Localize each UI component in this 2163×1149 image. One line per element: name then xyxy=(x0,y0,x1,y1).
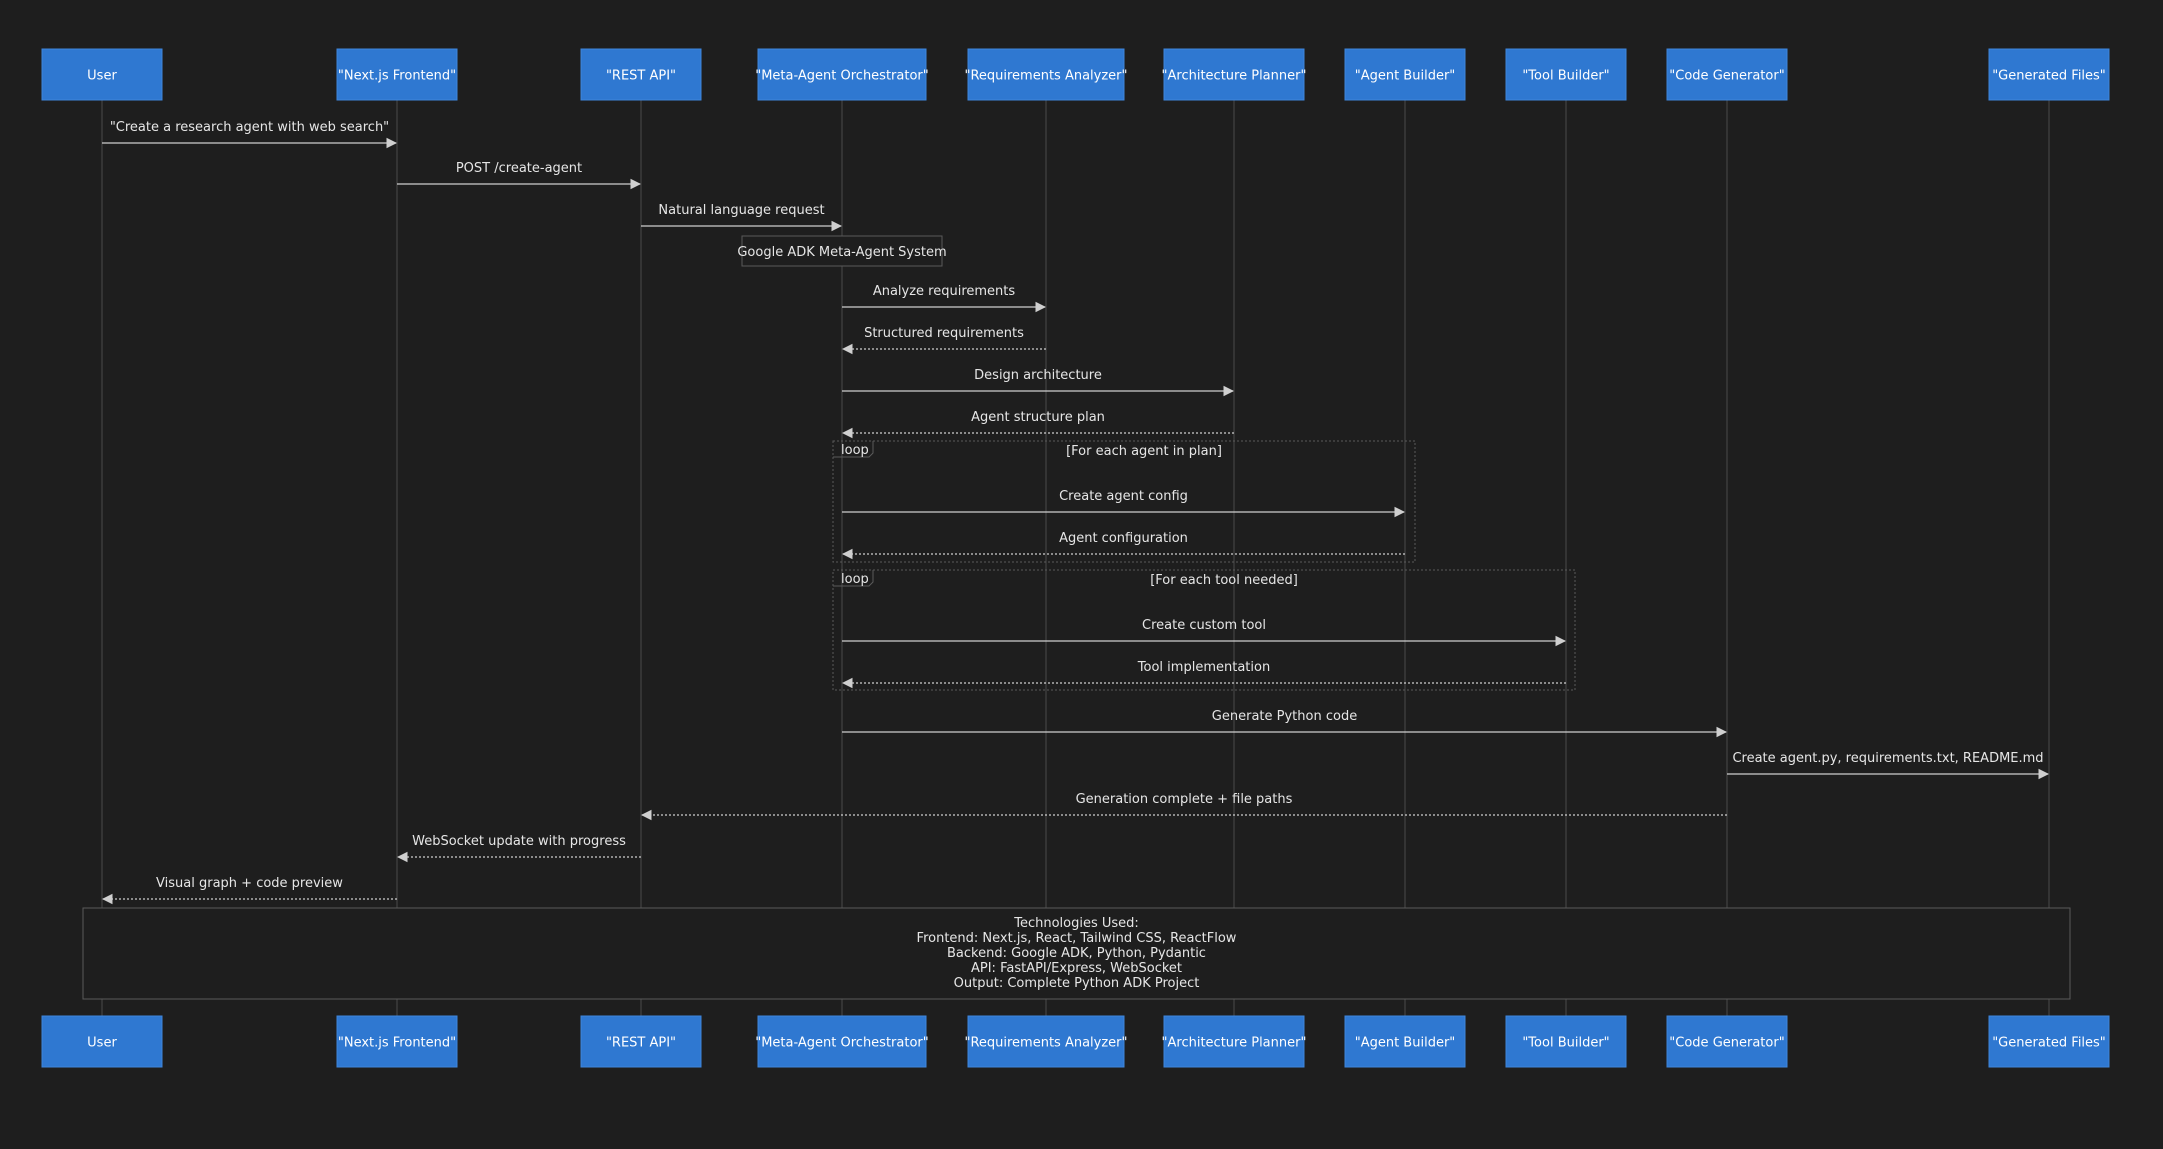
participants: User "Next.js Frontend" "REST API" "Meta-Ag… xyxy=(41,48,2110,1068)
participant-label: "Tool Builder" xyxy=(1522,69,1609,84)
technologies-line: Technologies Used: xyxy=(1013,916,1139,931)
message: Tool implementation xyxy=(841,660,1566,689)
message: Create agent config xyxy=(842,489,1406,518)
participant-tool_builder-top: "Tool Builder" xyxy=(1505,48,1627,101)
loop-frame: loop [For each agent in plan] xyxy=(832,440,1416,563)
participant-agent_builder-top: "Agent Builder" xyxy=(1344,48,1466,101)
message-label: Tool implementation xyxy=(1137,660,1270,675)
technologies-line: Output: Complete Python ADK Project xyxy=(954,976,1200,991)
technologies-line: Frontend: Next.js, React, Tailwind CSS, … xyxy=(917,931,1237,946)
participant-user-top: User xyxy=(41,48,163,101)
message: "Create a research agent with web search… xyxy=(102,120,398,149)
participant-orchestrator-top: "Meta-Agent Orchestrator" xyxy=(755,48,929,101)
message: Natural language request xyxy=(641,203,843,232)
participant-codegen-bottom: "Code Generator" xyxy=(1666,1015,1788,1068)
participant-frontend-bottom: "Next.js Frontend" xyxy=(336,1015,458,1068)
participant-frontend-top: "Next.js Frontend" xyxy=(336,48,458,101)
participant-label: "Agent Builder" xyxy=(1355,69,1456,84)
participant-analyzer-top: "Requirements Analyzer" xyxy=(964,48,1128,101)
loop-frames: loop [For each agent in plan] loop [For eac… xyxy=(832,440,1576,691)
participant-label: User xyxy=(87,69,117,84)
technologies-line: API: FastAPI/Express, WebSocket xyxy=(971,961,1182,976)
message-label: Analyze requirements xyxy=(873,284,1016,299)
participant-analyzer-bottom: "Requirements Analyzer" xyxy=(964,1015,1128,1068)
participant-label: "Code Generator" xyxy=(1669,1036,1784,1051)
message-label: Agent configuration xyxy=(1059,531,1188,546)
participant-label: User xyxy=(87,1036,117,1051)
participant-label: "Tool Builder" xyxy=(1522,1036,1609,1051)
message: Create agent.py, requirements.txt, READM… xyxy=(1727,751,2050,780)
participant-label: "Generated Files" xyxy=(1992,1036,2106,1051)
message-label: Generate Python code xyxy=(1212,709,1357,724)
participant-planner-top: "Architecture Planner" xyxy=(1162,48,1307,101)
participant-user-bottom: User xyxy=(41,1015,163,1068)
note-text: Google ADK Meta-Agent System xyxy=(737,245,946,260)
participant-label: "Meta-Agent Orchestrator" xyxy=(755,69,929,84)
participant-orchestrator-bottom: "Meta-Agent Orchestrator" xyxy=(755,1015,929,1068)
participant-label: "Meta-Agent Orchestrator" xyxy=(755,1036,929,1051)
message-label: "Create a research agent with web search… xyxy=(110,120,389,135)
participant-api-top: "REST API" xyxy=(580,48,702,101)
lifelines xyxy=(101,100,2050,1016)
participant-label: "Requirements Analyzer" xyxy=(964,69,1127,84)
participant-label: "Requirements Analyzer" xyxy=(964,1036,1127,1051)
loop-frame: loop [For each tool needed] xyxy=(832,569,1576,691)
technologies-note: Technologies Used:Frontend: Next.js, Rea… xyxy=(82,907,2071,1000)
message: Structured requirements xyxy=(841,326,1046,355)
message: Analyze requirements xyxy=(842,284,1047,313)
participant-label: "REST API" xyxy=(606,1036,676,1051)
participant-label: "Architecture Planner" xyxy=(1162,69,1307,84)
participant-label: "Agent Builder" xyxy=(1355,1036,1456,1051)
messages: "Create a research agent with web search… xyxy=(101,120,2050,905)
technologies-line: Backend: Google ADK, Python, Pydantic xyxy=(947,946,1206,961)
message-label: Visual graph + code preview xyxy=(156,876,343,891)
participant-label: "Architecture Planner" xyxy=(1162,1036,1307,1051)
message-label: Create agent config xyxy=(1059,489,1188,504)
participant-planner-bottom: "Architecture Planner" xyxy=(1162,1015,1307,1068)
participant-files-top: "Generated Files" xyxy=(1988,48,2110,101)
message-label: Structured requirements xyxy=(864,326,1024,341)
message-label: Create agent.py, requirements.txt, READM… xyxy=(1732,751,2043,766)
message: WebSocket update with progress xyxy=(396,834,641,863)
loop-tag: loop xyxy=(841,443,869,458)
notes: Google ADK Meta-Agent SystemTechnologies… xyxy=(82,235,2071,1000)
message: Agent structure plan xyxy=(841,410,1234,439)
message-label: Agent structure plan xyxy=(971,410,1105,425)
message-label: POST /create-agent xyxy=(456,161,582,176)
message: Visual graph + code preview xyxy=(101,876,397,905)
participant-files-bottom: "Generated Files" xyxy=(1988,1015,2110,1068)
loop-tag: loop xyxy=(841,572,869,587)
message-label: Design architecture xyxy=(974,368,1102,383)
participant-codegen-top: "Code Generator" xyxy=(1666,48,1788,101)
message: Generation complete + file paths xyxy=(640,792,1727,821)
message-label: Natural language request xyxy=(658,203,824,218)
message-label: Generation complete + file paths xyxy=(1076,792,1293,807)
loop-condition: [For each tool needed] xyxy=(1150,573,1298,588)
participant-label: "REST API" xyxy=(606,69,676,84)
message: Create custom tool xyxy=(842,618,1567,647)
message: POST /create-agent xyxy=(397,161,642,190)
participant-label: "Generated Files" xyxy=(1992,69,2106,84)
participant-api-bottom: "REST API" xyxy=(580,1015,702,1068)
note-box: Google ADK Meta-Agent System xyxy=(737,235,947,267)
message-label: Create custom tool xyxy=(1142,618,1266,633)
participant-label: "Next.js Frontend" xyxy=(338,1036,456,1051)
participant-label: "Code Generator" xyxy=(1669,69,1784,84)
message: Agent configuration xyxy=(841,531,1405,560)
participant-agent_builder-bottom: "Agent Builder" xyxy=(1344,1015,1466,1068)
participant-tool_builder-bottom: "Tool Builder" xyxy=(1505,1015,1627,1068)
message-label: WebSocket update with progress xyxy=(412,834,626,849)
participant-label: "Next.js Frontend" xyxy=(338,69,456,84)
message: Design architecture xyxy=(842,368,1235,397)
loop-condition: [For each agent in plan] xyxy=(1066,444,1222,459)
message: Generate Python code xyxy=(842,709,1728,738)
